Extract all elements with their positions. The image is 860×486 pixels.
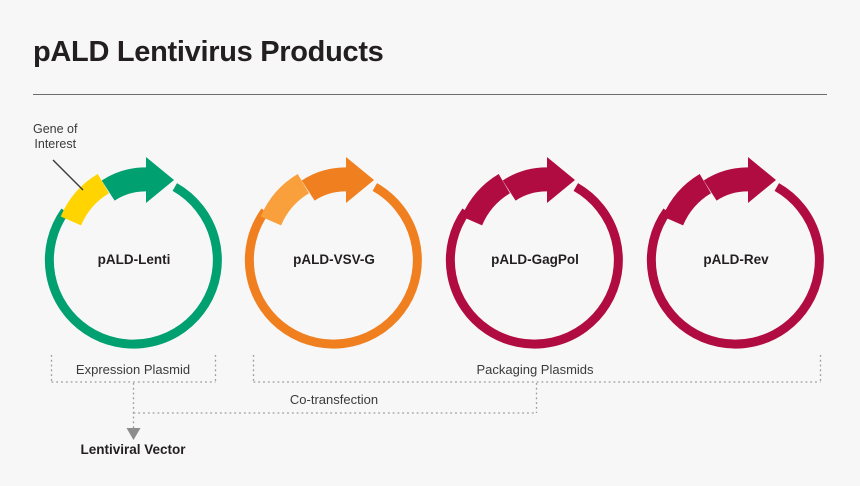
plasmid-group-0: pALD-Lenti [44, 157, 222, 349]
plasmid-group-1: pALD-VSV-G [244, 157, 422, 349]
bracket-expression-plasmid [50, 355, 217, 383]
plasmid-name-3: pALD-Rev [703, 252, 769, 267]
bracket-label-packaging-plasmids: Packaging Plasmids [469, 362, 601, 377]
plasmid-ring-0 [44, 183, 222, 349]
gene-arrow-3 [703, 157, 776, 203]
bracket-label-cotransfection: Co-transfection [282, 392, 386, 407]
bracket-packaging-plasmids [252, 355, 822, 383]
plasmid-name-2: pALD-GagPol [491, 252, 579, 267]
gene-of-interest-segment-3 [662, 174, 711, 226]
gene-arrow-1 [301, 157, 374, 203]
gene-arrow-2 [502, 157, 575, 203]
gene-of-interest-line-1: Gene of [33, 122, 78, 136]
gene-of-interest-segment-2 [461, 174, 510, 226]
plasmid-group-3: pALD-Rev [646, 157, 824, 349]
gene-callout-leader-line [52, 159, 84, 191]
gene-of-interest-line-2: Interest [34, 137, 77, 151]
plasmid-name-0: pALD-Lenti [98, 252, 171, 267]
plasmid-name-1: pALD-VSV-G [293, 252, 375, 267]
title-divider [33, 94, 827, 95]
lentiviral-vector-arrowhead [126, 428, 141, 440]
plasmid-group-2: pALD-GagPol [445, 157, 623, 349]
gene-of-interest-segment-0 [60, 174, 109, 226]
gene-of-interest-segment-1 [260, 174, 309, 226]
plasmid-ring-2 [445, 183, 623, 349]
gene-of-interest-callout: Gene of Interest [33, 122, 77, 152]
bracket-label-expression-plasmid: Expression Plasmid [68, 362, 198, 377]
plasmid-ring-1 [244, 183, 422, 349]
lentiviral-vector-arrow [126, 383, 141, 440]
lentiviral-vector-label: Lentiviral Vector [80, 442, 186, 457]
gene-arrow-0 [101, 157, 174, 203]
page-title: pALD Lentivirus Products [33, 36, 384, 68]
plasmid-ring-3 [646, 183, 824, 349]
bracket-cotransfection [133, 383, 538, 414]
